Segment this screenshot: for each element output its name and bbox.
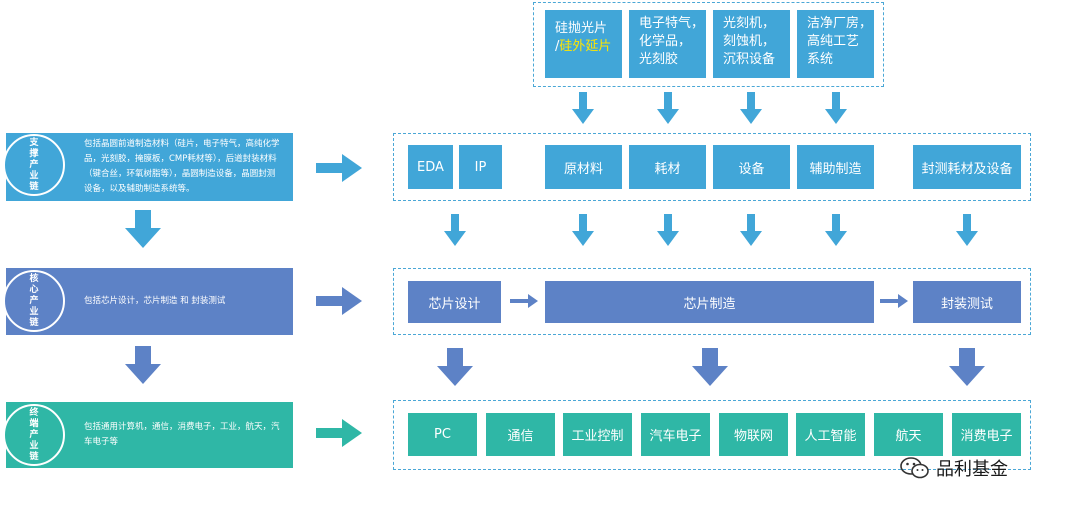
supply-row-container <box>393 133 1031 201</box>
terminal-item-pc: PC <box>408 413 477 456</box>
supply-item-packaging-consumables: 封测耗材及设备 <box>913 145 1021 189</box>
top-item-cleanroom: 洁净厂房， 高纯工艺 系统 <box>797 10 874 78</box>
right-arrow-icon <box>316 419 362 447</box>
supply-item-ip: IP <box>459 145 502 189</box>
supply-chain-description: 包括晶圆前道制造材料（硅片，电子特气，高纯化学品，光刻胶，掩膜板，CMP耗材等）… <box>84 139 280 194</box>
core-down-arrows <box>437 348 985 386</box>
terminal-item-communication: 通信 <box>486 413 555 456</box>
down-arrow-icon <box>956 214 978 246</box>
top-down-arrows <box>572 92 847 124</box>
watermark-text: 品利基金 <box>936 459 1008 480</box>
top-items-container <box>533 2 884 87</box>
wechat-icon <box>900 457 929 479</box>
down-arrow-icon <box>572 92 594 124</box>
top-item-wafer-line1: 硅抛光片 <box>555 21 608 36</box>
core-chain-description: 包括芯片设计，芯片制造 和 封装测试 <box>84 296 226 306</box>
supply-chain-circle: 支撑产业链 <box>3 134 65 196</box>
top-item-wafer: 硅抛光片 /硅外延片 <box>545 10 622 78</box>
core-chain-circle: 核心产业链 <box>3 270 65 332</box>
right-arrow-icon <box>316 287 362 315</box>
core-chain-label: 核心产业链 <box>29 273 39 328</box>
terminal-item-consumer-electronics: 消费电子 <box>952 413 1021 456</box>
terminal-chain-description: 包括通用计算机，通信，消费电子，工业，航天，汽车电子等 <box>84 422 280 447</box>
down-arrow-icon <box>825 214 847 246</box>
supply-item-eda: EDA <box>408 145 453 189</box>
core-row-container <box>393 268 1031 335</box>
supply-item-consumables: 耗材 <box>629 145 706 189</box>
down-arrow-icon <box>657 214 679 246</box>
top-item-equipment: 光刻机， 刻蚀机， 沉积设备 <box>713 10 790 78</box>
core-item-packaging-testing: 封装测试 <box>913 281 1021 323</box>
down-arrow-icon <box>572 214 594 246</box>
core-item-chip-design: 芯片设计 <box>408 281 501 323</box>
down-arrow-icon <box>825 92 847 124</box>
watermark: 品利基金 <box>900 455 1008 481</box>
down-arrow-icon <box>437 348 473 386</box>
supply-item-aux-manufacturing: 辅助制造 <box>797 145 874 189</box>
terminal-item-industrial-control: 工业控制 <box>563 413 632 456</box>
down-arrow-icon <box>949 348 985 386</box>
top-item-wafer-slash: / <box>555 39 560 54</box>
down-arrow-icon <box>125 346 161 384</box>
supply-down-arrows <box>444 214 978 246</box>
terminal-row-container <box>393 400 1031 470</box>
terminal-item-aerospace: 航天 <box>874 413 943 456</box>
terminal-chain-label: 终端产业链 <box>29 407 39 462</box>
down-arrow-icon <box>125 210 161 248</box>
top-item-wafer-highlight: 硅外延片 <box>559 39 612 54</box>
down-arrow-icon <box>740 92 762 124</box>
supply-chain-label: 支撑产业链 <box>29 137 39 192</box>
supply-item-equipment: 设备 <box>713 145 790 189</box>
down-arrow-icon <box>740 214 762 246</box>
right-arrow-icon <box>316 154 362 182</box>
core-item-chip-manufacturing: 芯片制造 <box>545 281 874 323</box>
down-arrow-icon <box>444 214 466 246</box>
right-arrows-big <box>316 154 362 447</box>
terminal-item-automotive: 汽车电子 <box>641 413 710 456</box>
top-item-chemicals: 电子特气， 化学品， 光刻胶 <box>629 10 706 78</box>
down-arrow-icon <box>657 92 679 124</box>
down-arrow-icon <box>692 348 728 386</box>
terminal-chain-circle: 终端产业链 <box>3 404 65 466</box>
supply-item-raw-materials: 原材料 <box>545 145 622 189</box>
terminal-item-ai: 人工智能 <box>796 413 865 456</box>
terminal-item-iot: 物联网 <box>719 413 788 456</box>
